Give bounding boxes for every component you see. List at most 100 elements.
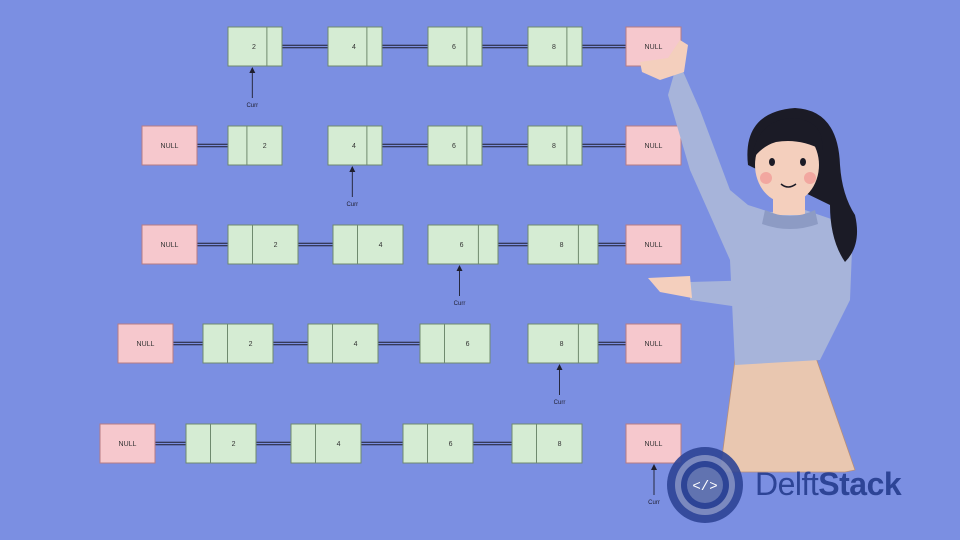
node-value: 8 — [552, 44, 556, 51]
list-row: NULL 2 4 6 8 NULL Curr — [99, 423, 682, 506]
node-box — [227, 26, 283, 67]
list-node: 2 — [227, 125, 283, 166]
list-row: NULL 2 4 6 8 NULL Curr — [117, 323, 682, 406]
list-node: 4 — [332, 224, 404, 265]
null-label: NULL — [119, 441, 137, 448]
node-value: 8 — [560, 341, 564, 348]
node-value: 2 — [252, 44, 256, 51]
list-node: 8 — [511, 423, 583, 464]
node-box — [402, 423, 474, 464]
curr-pointer: Curr — [346, 166, 358, 208]
null-box — [625, 323, 682, 364]
null-box — [99, 423, 156, 464]
list-node: 2 — [227, 224, 299, 265]
null-box — [625, 125, 682, 166]
node-value: 4 — [352, 143, 356, 150]
null-box — [141, 224, 198, 265]
node-box — [427, 125, 483, 166]
node-value: 2 — [274, 242, 278, 249]
curr-arrowhead — [456, 265, 463, 271]
node-value: 2 — [249, 341, 253, 348]
node-value: 2 — [263, 143, 267, 150]
list-node: 6 — [427, 125, 483, 166]
null-box — [625, 224, 682, 265]
list-row: NULL 2 4 6 8 NULL Curr — [141, 224, 682, 307]
node-box — [527, 26, 583, 67]
list-node: 4 — [307, 323, 379, 364]
curr-pointer: Curr — [648, 464, 660, 506]
curr-arrowhead — [556, 364, 563, 370]
node-box — [511, 423, 583, 464]
list-node: 4 — [327, 125, 383, 166]
node-box — [527, 323, 599, 364]
node-value: 2 — [232, 441, 236, 448]
node-value: 6 — [460, 242, 464, 249]
curr-label: Curr — [554, 400, 566, 406]
woman-illustration — [640, 40, 858, 473]
node-value: 4 — [352, 44, 356, 51]
list-node: 8 — [527, 323, 599, 364]
curr-arrowhead — [249, 67, 256, 73]
delftstack-logo-icon: </> — [667, 447, 743, 523]
svg-text:</>: </> — [692, 479, 717, 495]
list-node: 6 — [419, 323, 491, 364]
list-node: 2 — [202, 323, 274, 364]
node-box — [227, 125, 283, 166]
null-label: NULL — [645, 44, 663, 51]
curr-label: Curr — [246, 103, 258, 109]
node-box — [427, 26, 483, 67]
node-box — [227, 224, 299, 265]
node-box — [307, 323, 379, 364]
list-node: 2 — [185, 423, 257, 464]
null-label: NULL — [645, 242, 663, 249]
curr-pointer: Curr — [554, 364, 566, 406]
node-box — [419, 323, 491, 364]
brand-part2: Stack — [818, 466, 902, 502]
list-node: 8 — [527, 224, 599, 265]
null-label: NULL — [161, 143, 179, 150]
curr-pointer: Curr — [454, 265, 466, 307]
curr-arrowhead — [651, 464, 657, 470]
list-node: 4 — [290, 423, 362, 464]
null-label: NULL — [137, 341, 155, 348]
null-label: NULL — [161, 242, 179, 249]
curr-pointer: Curr — [246, 67, 258, 109]
null-box — [141, 125, 198, 166]
node-value: 6 — [452, 143, 456, 150]
node-box — [327, 26, 383, 67]
list-row: 2 4 6 8 NULL Curr — [227, 26, 682, 109]
node-value: 4 — [337, 441, 341, 448]
list-node: 6 — [427, 26, 483, 67]
node-value: 4 — [379, 242, 383, 249]
curr-label: Curr — [648, 500, 660, 506]
curr-label: Curr — [454, 301, 466, 307]
null-label: NULL — [645, 143, 663, 150]
brand-name: DelftStack — [755, 466, 902, 503]
list-node: 6 — [427, 224, 499, 265]
node-value: 6 — [452, 44, 456, 51]
curr-arrowhead — [349, 166, 356, 172]
node-box — [332, 224, 404, 265]
node-box — [427, 224, 499, 265]
node-value: 8 — [560, 242, 564, 249]
node-value: 6 — [466, 341, 470, 348]
list-node: 8 — [527, 125, 583, 166]
node-value: 8 — [552, 143, 556, 150]
node-value: 6 — [449, 441, 453, 448]
node-box — [527, 125, 583, 166]
node-value: 4 — [354, 341, 358, 348]
null-label: NULL — [645, 441, 663, 448]
brand-part1: Delft — [755, 466, 819, 502]
list-node: 4 — [327, 26, 383, 67]
list-node: 2 — [227, 26, 283, 67]
node-value: 8 — [558, 441, 562, 448]
list-node: 8 — [527, 26, 583, 67]
node-box — [527, 224, 599, 265]
node-box — [202, 323, 274, 364]
node-box — [185, 423, 257, 464]
node-box — [327, 125, 383, 166]
list-row: NULL 2 4 6 8 NULL Curr — [141, 125, 682, 208]
null-label: NULL — [645, 341, 663, 348]
